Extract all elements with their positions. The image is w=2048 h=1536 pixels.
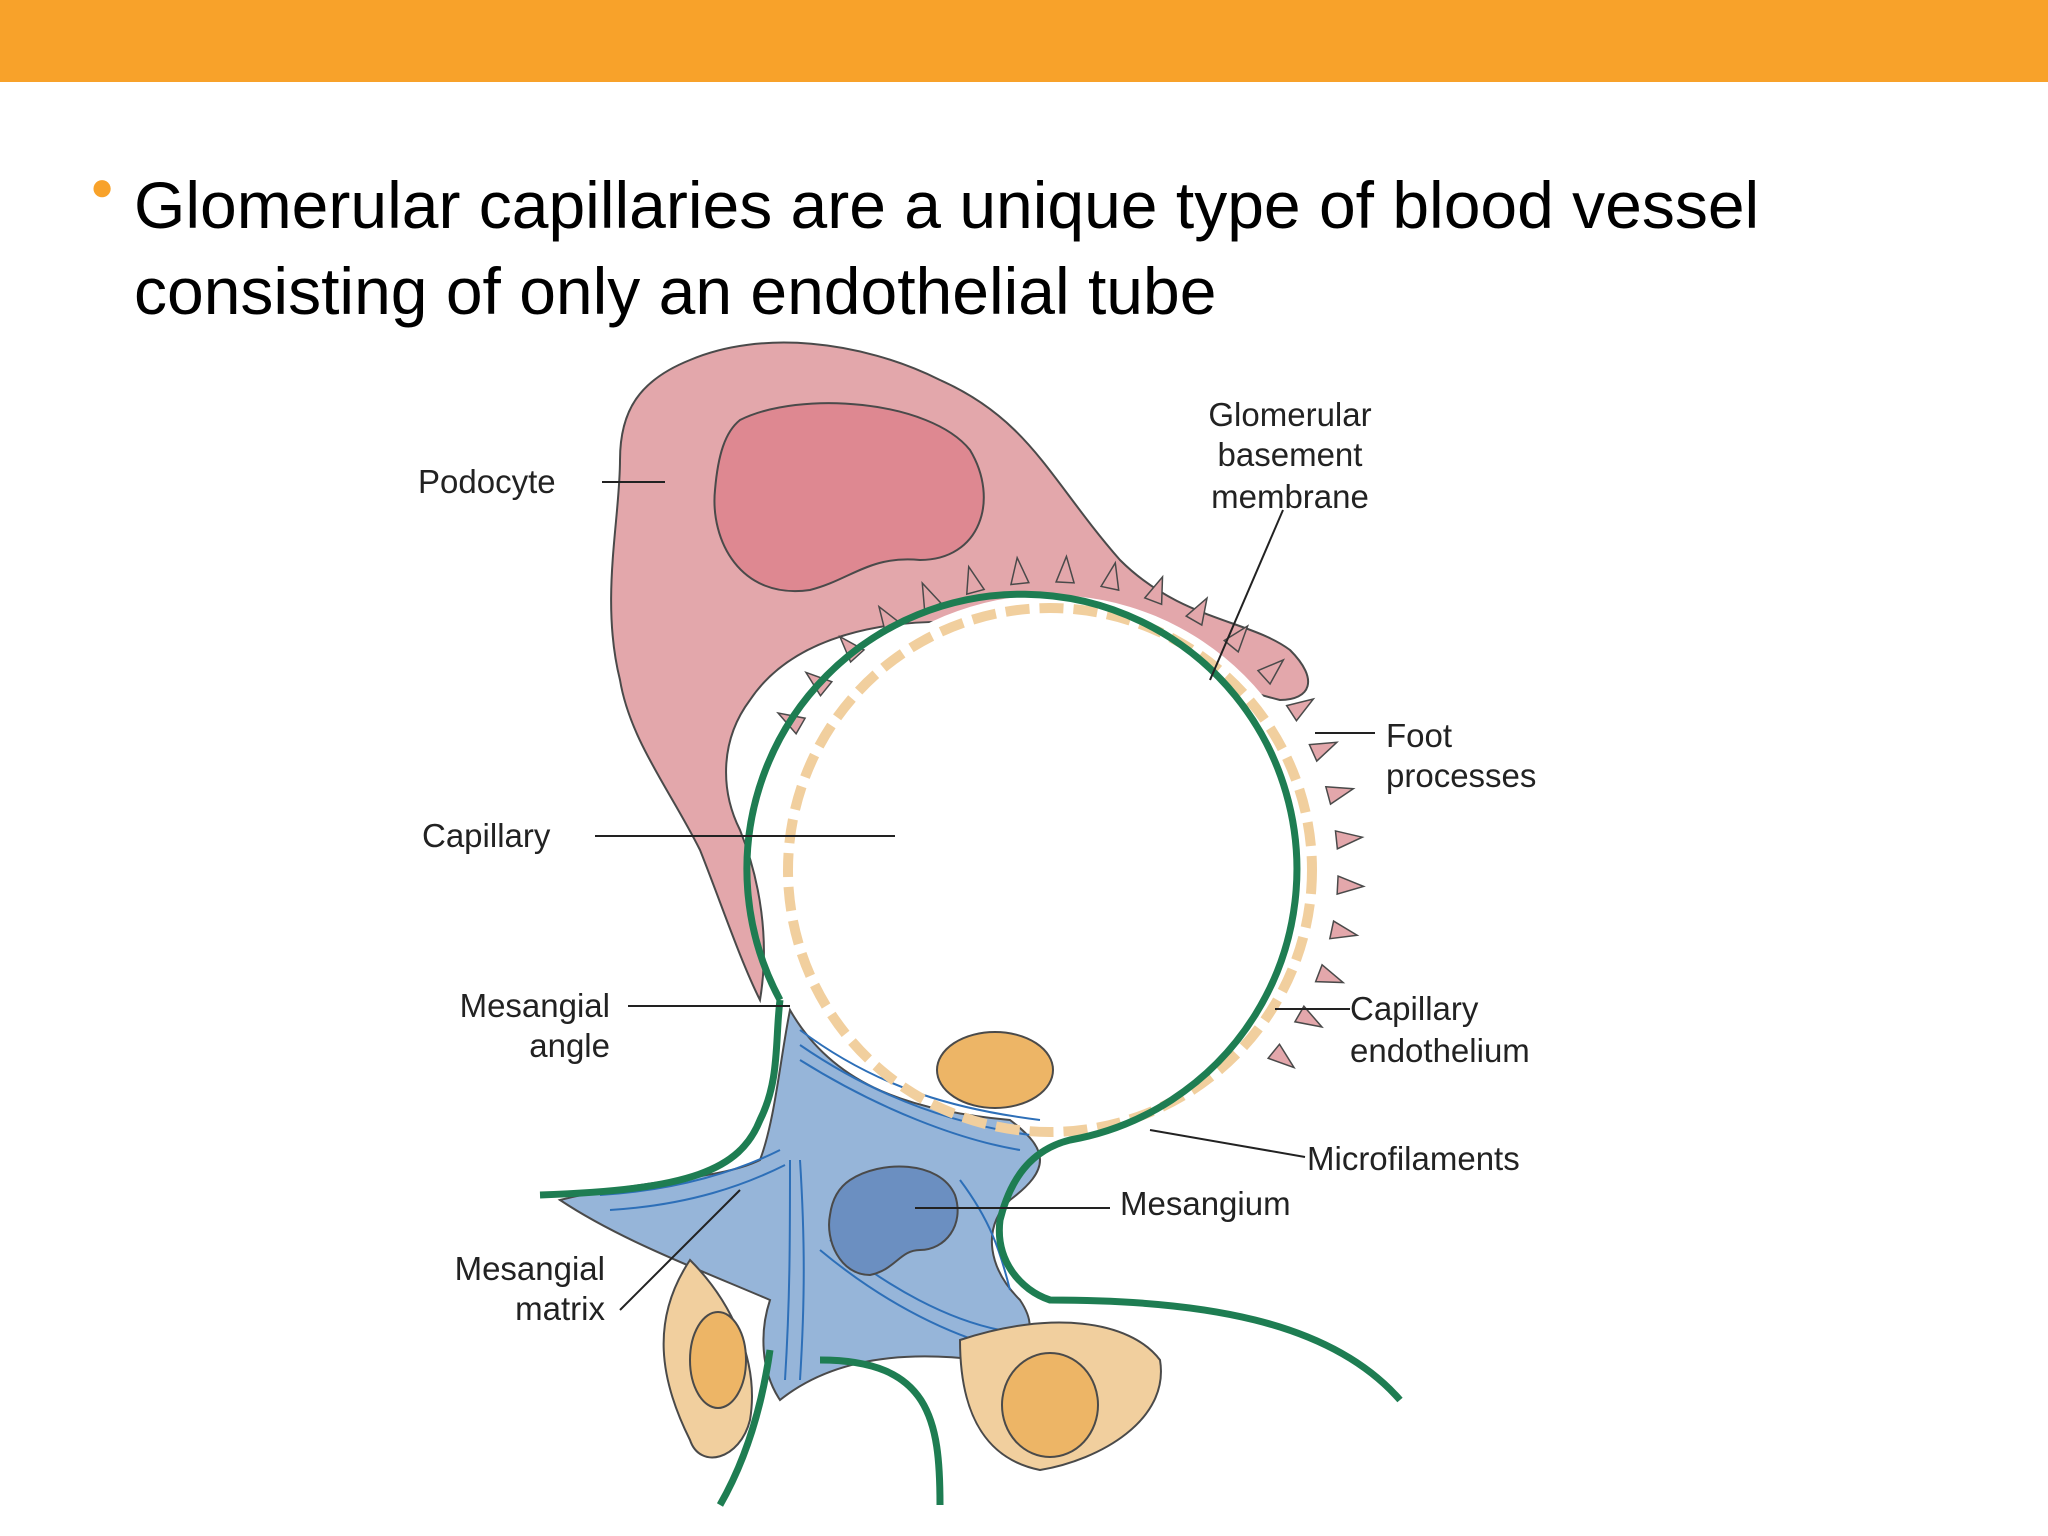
label-gbm-line3: membrane <box>1211 478 1369 515</box>
foot-process <box>1328 919 1360 940</box>
foot-process <box>1334 829 1365 850</box>
foot-process <box>1293 1004 1324 1029</box>
leader-lines <box>595 481 1375 1311</box>
foot-process <box>1184 596 1209 627</box>
foot-process <box>1009 555 1030 586</box>
label-cap-endo-line1: Capillary <box>1350 990 1479 1027</box>
label-foot-line2: processes <box>1386 757 1536 794</box>
foot-process <box>1336 874 1366 896</box>
basement-membrane <box>539 590 1403 1507</box>
foot-process <box>1314 963 1346 984</box>
bullet-dot: ● <box>90 165 115 209</box>
label-mesangium: Mesangium <box>1120 1185 1291 1222</box>
label-mes-angle-line2: angle <box>529 1027 610 1064</box>
label-gbm-line1: Glomerular <box>1208 396 1371 433</box>
foot-process <box>1099 560 1120 592</box>
foot-process <box>1054 554 1076 584</box>
foot-process <box>1222 624 1250 654</box>
label-foot-line1: Foot <box>1386 717 1452 754</box>
foot-process <box>1266 1042 1296 1070</box>
bullet-text: Glomerular capillaries are a unique type… <box>134 168 1760 328</box>
foot-process <box>1324 785 1356 806</box>
label-mes-matrix-line1: Mesangial <box>455 1250 605 1287</box>
foot-process <box>1308 741 1339 763</box>
label-capillary: Capillary <box>422 817 551 854</box>
endothelium-lining <box>783 603 1317 1137</box>
podocyte-nucleus <box>713 402 985 593</box>
label-cap-endo-line2: endothelium <box>1350 1032 1530 1069</box>
endothelial-nucleus-left <box>689 1311 747 1409</box>
foot-process <box>1256 658 1286 686</box>
foot-process <box>1285 697 1316 722</box>
foot-process <box>1143 574 1164 606</box>
capillary-lumen <box>775 595 1325 1145</box>
label-mes-matrix-line2: matrix <box>515 1290 605 1327</box>
endothelial-nucleus <box>936 1031 1054 1109</box>
label-microfilaments: Microfilaments <box>1307 1140 1520 1177</box>
mesangial-nucleus <box>828 1165 959 1277</box>
label-gbm-line2: basement <box>1218 436 1363 473</box>
label-podocyte: Podocyte <box>418 463 556 500</box>
foot-process <box>965 564 986 596</box>
top-accent-bar <box>0 0 2048 82</box>
bullet-item: ● Glomerular capillaries are a unique ty… <box>90 162 1990 334</box>
label-mes-angle-line1: Mesangial <box>460 987 610 1024</box>
endothelial-nucleus-right <box>1001 1352 1099 1458</box>
